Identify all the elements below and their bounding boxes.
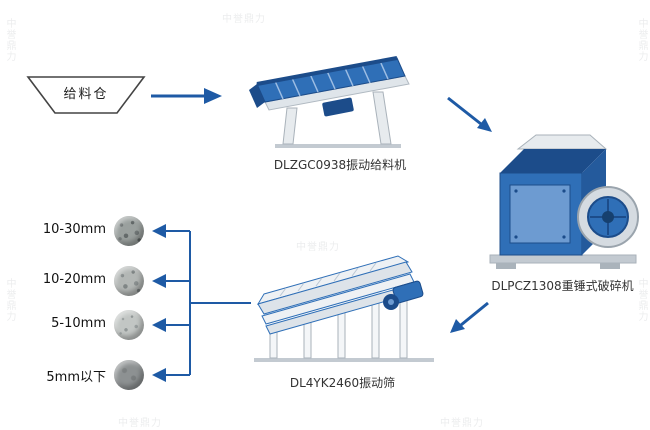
vibrating-feeder-drawing <box>249 56 410 148</box>
product-size-label: 5-10mm <box>51 316 106 331</box>
product-row-10-30mm: 10-30mm <box>30 216 180 246</box>
product-sample-image <box>114 266 144 296</box>
product-size-label: 10-30mm <box>42 222 106 237</box>
watermark: 中誉鼎力 <box>4 278 15 322</box>
watermark: 中誉鼎力 <box>636 278 647 322</box>
product-row-under-5mm: 5mm以下 <box>30 360 180 390</box>
watermark: 中誉鼎力 <box>118 418 162 429</box>
feeder-label: DLZGC0938振动给料机 <box>273 158 407 172</box>
product-branch-lines <box>152 224 251 382</box>
watermark: 中誉鼎力 <box>296 242 340 253</box>
feed-hopper-symbol: 给料仓 <box>26 74 146 116</box>
watermark: 中誉鼎力 <box>222 14 266 25</box>
vibrating-screen-image <box>246 246 441 368</box>
product-size-label: 5mm以下 <box>46 370 106 385</box>
product-row-5-10mm: 5-10mm <box>30 310 180 340</box>
arrow-crusher-to-screen <box>450 301 489 333</box>
watermark: 中誉鼎力 <box>440 418 484 429</box>
vibrating-feeder-image <box>245 50 430 155</box>
crusher-label: DLPCZ1308重锤式破碎机 <box>491 279 634 293</box>
hammer-crusher-image <box>478 133 648 273</box>
watermark: 中誉鼎力 <box>4 18 15 62</box>
hammer-crusher-drawing <box>489 134 639 269</box>
arrow-feeder-to-crusher <box>447 96 492 132</box>
arrow-hopper-to-feeder <box>151 88 222 104</box>
product-sample-image <box>114 360 144 390</box>
watermark: 中誉鼎力 <box>636 18 647 62</box>
product-row-10-20mm: 10-20mm <box>30 266 180 296</box>
product-sample-image <box>114 216 144 246</box>
product-sample-image <box>114 310 144 340</box>
vibrating-screen-drawing <box>254 255 434 362</box>
screen-label: DL4YK2460振动筛 <box>289 376 396 390</box>
product-size-label: 10-20mm <box>42 272 106 287</box>
hopper-trapezoid-shape <box>26 76 146 114</box>
hopper-label: 给料仓 <box>63 87 109 102</box>
